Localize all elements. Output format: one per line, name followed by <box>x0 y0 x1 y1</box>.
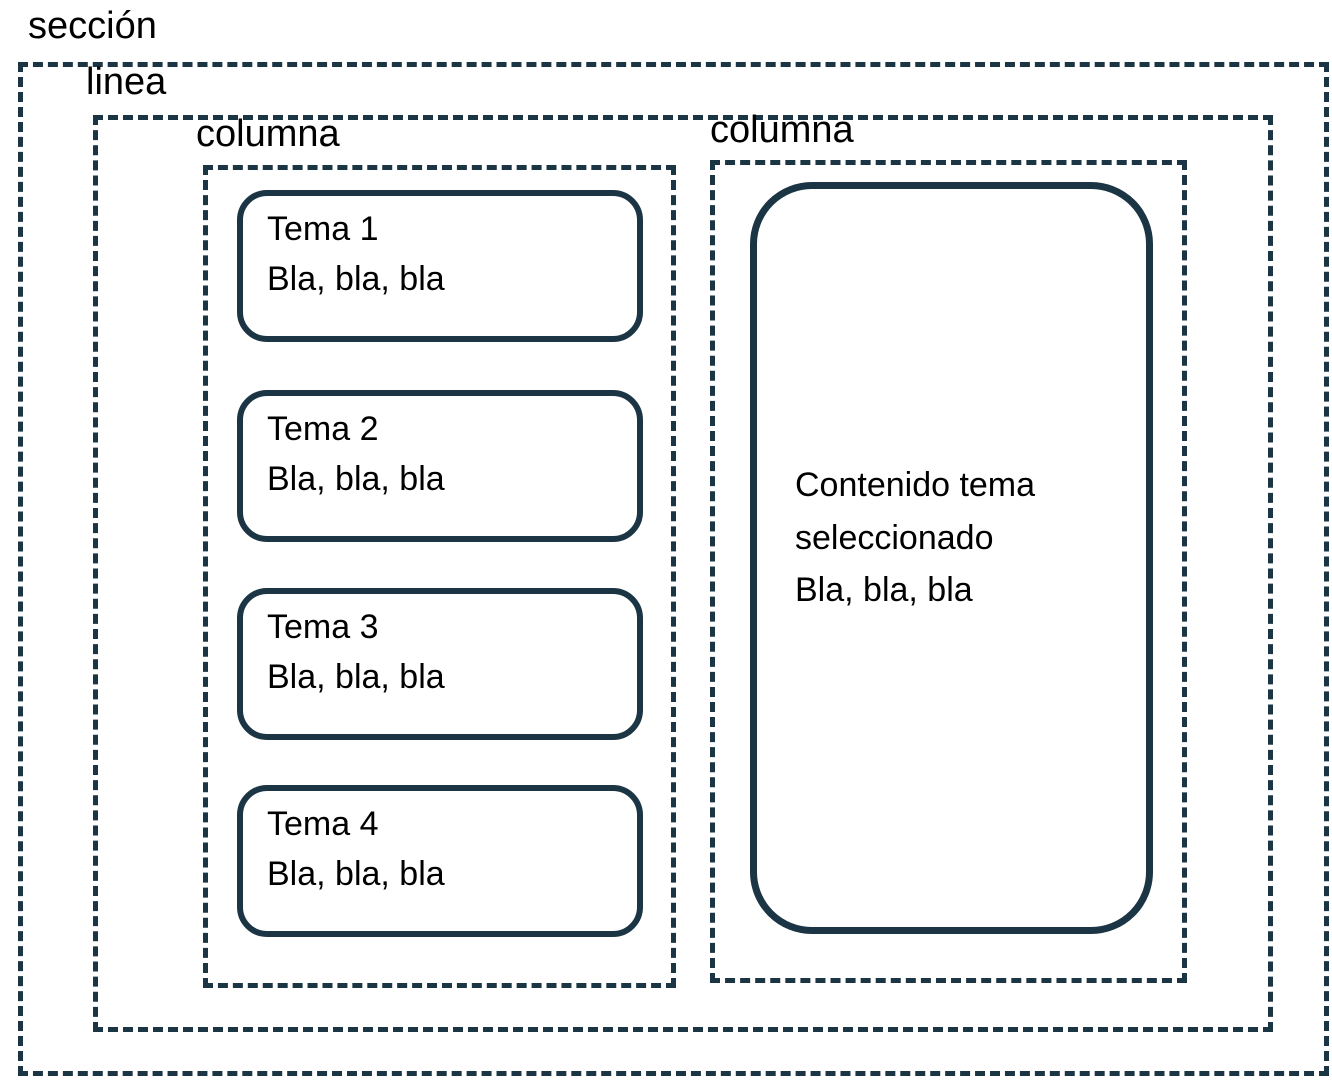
topic-body: Bla, bla, bla <box>267 855 445 894</box>
left-column-frame <box>203 165 676 988</box>
content-body: Bla, bla, bla <box>795 571 973 610</box>
topic-card-tema-4: Tema 4 Bla, bla, bla <box>237 785 643 937</box>
selected-topic-content-panel: Contenido tema seleccionado Bla, bla, bl… <box>750 182 1153 934</box>
topic-card-tema-3: Tema 3 Bla, bla, bla <box>237 588 643 740</box>
topic-title: Tema 3 <box>267 608 379 646</box>
topic-card-tema-2: Tema 2 Bla, bla, bla <box>237 390 643 542</box>
topic-body: Bla, bla, bla <box>267 260 445 299</box>
right-column-label: columna <box>710 109 854 151</box>
section-label: sección <box>28 5 157 47</box>
topic-card-tema-1: Tema 1 Bla, bla, bla <box>237 190 643 342</box>
content-title: Contenido tema seleccionado <box>795 465 1036 557</box>
row-frame <box>93 115 1273 1032</box>
row-label: linea <box>86 61 167 103</box>
topic-title: Tema 1 <box>267 210 379 248</box>
left-column-label: columna <box>196 113 340 155</box>
right-column-frame <box>710 160 1187 983</box>
topic-body: Bla, bla, bla <box>267 658 445 697</box>
topic-title: Tema 4 <box>267 805 379 843</box>
topic-title: Tema 2 <box>267 410 379 448</box>
section-frame <box>18 62 1329 1076</box>
topic-body: Bla, bla, bla <box>267 460 445 499</box>
